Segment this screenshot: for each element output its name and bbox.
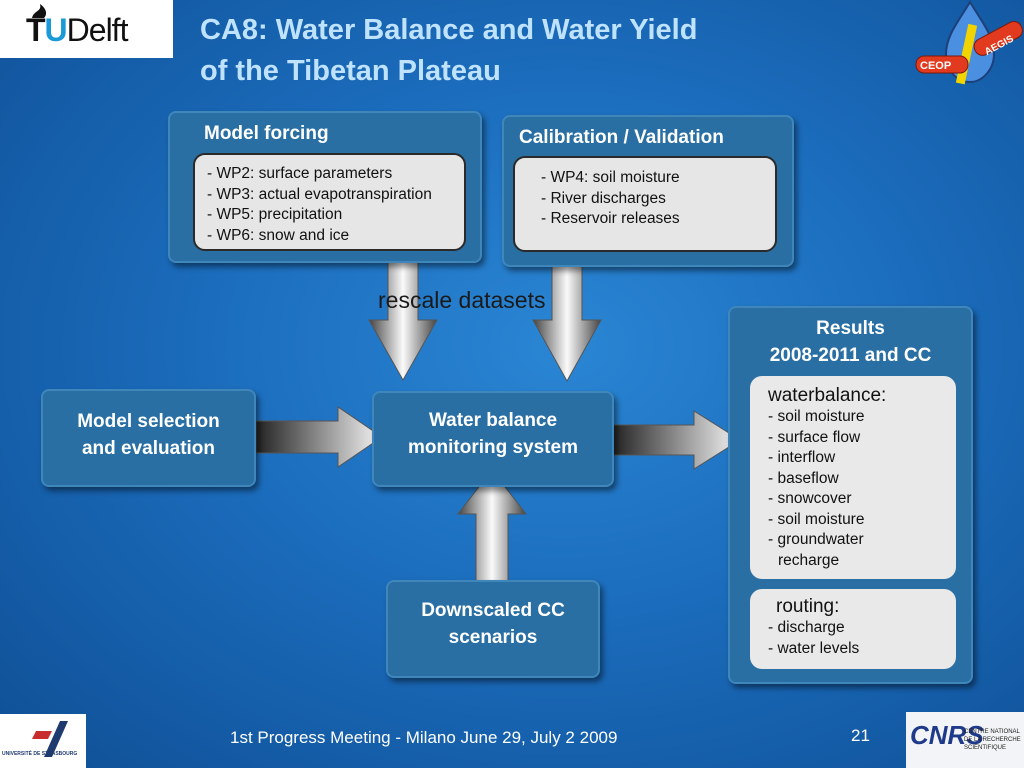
list-item: - soil moisture bbox=[768, 408, 865, 425]
strasbourg-text: UNIVERSITÉ DE STRASBOURG bbox=[2, 751, 78, 757]
flame-icon bbox=[32, 4, 47, 18]
routing-heading: routing: bbox=[776, 596, 840, 617]
downscaled-line-1: Downscaled CC bbox=[421, 600, 565, 621]
list-item: - WP4: soil moisture bbox=[541, 169, 680, 186]
list-item: - WP2: surface parameters bbox=[207, 165, 393, 182]
results-title: Results 2008-2011 and CC bbox=[730, 315, 971, 369]
results-box: Results 2008-2011 and CC waterbalance: -… bbox=[728, 306, 973, 684]
model-selection-box: Model selection and evaluation bbox=[41, 389, 256, 487]
list-item: - Reservoir releases bbox=[541, 210, 680, 227]
list-item: - water levels bbox=[768, 639, 860, 657]
arrow-right-results bbox=[611, 410, 741, 470]
waterbalance-panel: waterbalance: - soil moisture - surface … bbox=[750, 376, 956, 579]
routing-panel: routing: - discharge - water levels bbox=[750, 589, 956, 669]
logo-tud-t: T bbox=[26, 12, 46, 48]
list-item: - surface flow bbox=[768, 428, 861, 446]
cnrs-logo: CNRS CENTRE NATIONAL DE LA RECHERCHE SCI… bbox=[906, 712, 1024, 768]
waterbalance-heading: waterbalance: bbox=[768, 385, 887, 406]
rescale-datasets-label: rescale datasets bbox=[378, 287, 546, 313]
model-forcing-title: Model forcing bbox=[204, 123, 329, 144]
water-balance-line-1: Water balance bbox=[428, 410, 558, 431]
page-number: 21 bbox=[851, 726, 870, 745]
water-balance-box: Water balance monitoring system bbox=[372, 391, 614, 487]
arrow-down-calibration bbox=[532, 258, 602, 383]
list-item: - groundwater bbox=[768, 531, 864, 548]
list-item: - discharge bbox=[768, 619, 845, 636]
cnrs-sub-3: SCIENTIFIQUE bbox=[964, 745, 1007, 751]
model-selection-line-1: Model selection bbox=[77, 411, 220, 432]
calibration-list: - WP4: soil moisture - River discharges … bbox=[513, 156, 777, 252]
list-item: - WP5: precipitation bbox=[207, 206, 343, 223]
title-line-1: CA8: Water Balance and Water Yield bbox=[200, 14, 698, 46]
cnrs-text: CNRS bbox=[910, 720, 984, 750]
list-item: recharge bbox=[778, 551, 840, 569]
model-forcing-list: - WP2: surface parameters - WP3: actual … bbox=[193, 153, 466, 251]
strasbourg-mark-icon bbox=[32, 721, 68, 757]
list-item: - WP3: actual evapotranspiration bbox=[207, 185, 432, 203]
water-balance-line-2: monitoring system bbox=[408, 437, 578, 458]
downscaled-line-2: scenarios bbox=[448, 627, 538, 648]
arrow-down-forcing bbox=[368, 256, 438, 382]
list-item: - River discharges bbox=[541, 189, 666, 207]
list-item: - baseflow bbox=[768, 469, 839, 487]
model-selection-line-2: and evaluation bbox=[81, 438, 216, 459]
list-item: - interflow bbox=[768, 449, 836, 466]
page-title: CA8: Water Balance and Water Yield of th… bbox=[200, 10, 820, 92]
arrow-right-selection bbox=[255, 406, 383, 468]
results-title-line-2: 2008-2011 and CC bbox=[769, 345, 932, 366]
title-line-2: of the Tibetan Plateau bbox=[200, 55, 501, 87]
logo-tud-u: U bbox=[44, 12, 68, 48]
calibration-title: Calibration / Validation bbox=[519, 127, 724, 148]
strasbourg-logo: UNIVERSITÉ DE STRASBOURG bbox=[0, 714, 86, 768]
results-title-line-1: Results bbox=[816, 318, 885, 339]
list-item: - WP6: snow and ice bbox=[207, 226, 350, 244]
list-item: - soil moisture bbox=[768, 510, 865, 528]
cnrs-sub-1: CENTRE NATIONAL bbox=[964, 729, 1020, 735]
logo-tud-rest: Delft bbox=[66, 12, 129, 48]
ceop-aegis-logo: CEOP AEGIS bbox=[915, 0, 1023, 85]
model-forcing-box: Model forcing - WP2: surface parameters … bbox=[168, 111, 482, 263]
tudelft-logo: TUDelft bbox=[0, 0, 173, 58]
calibration-validation-box: Calibration / Validation - WP4: soil moi… bbox=[502, 115, 794, 267]
list-item: - snowcover bbox=[768, 490, 852, 507]
footer-text: 1st Progress Meeting - Milano June 29, J… bbox=[230, 728, 618, 747]
downscaled-cc-box: Downscaled CC scenarios bbox=[386, 580, 600, 678]
arrow-up-downscaled bbox=[456, 469, 528, 596]
ceop-text: CEOP bbox=[920, 60, 951, 72]
cnrs-sub-2: DE LA RECHERCHE bbox=[964, 737, 1021, 743]
